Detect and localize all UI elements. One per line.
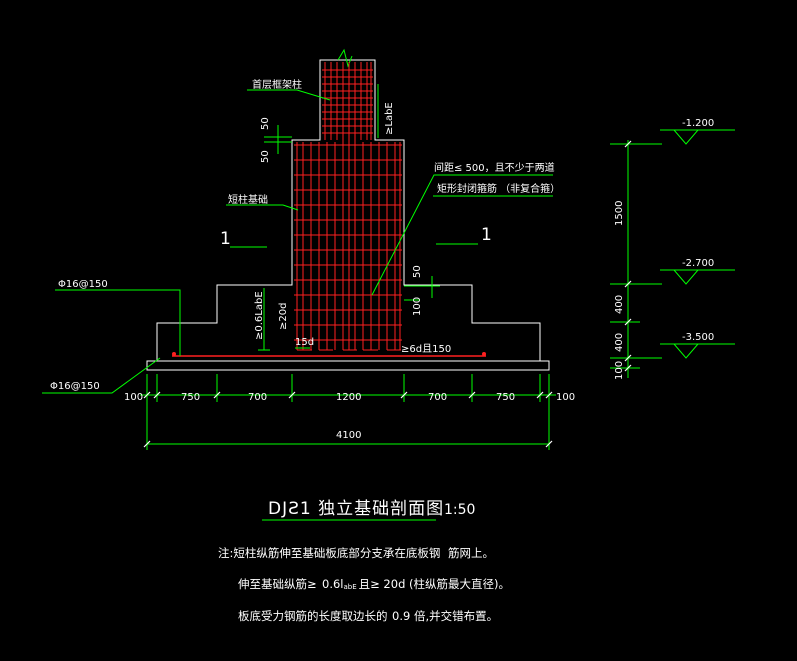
note-line-3b: 0.9 倍,并交错布置。 — [392, 609, 498, 623]
rebar-tag-top: Φ16@150 — [58, 279, 108, 290]
drawing-title: DJƧ1 独立基础剖面图 — [268, 499, 444, 519]
dim-h-5: 750 — [496, 392, 515, 403]
dim-v-0: 1500 — [614, 201, 625, 226]
dim-ticks — [143, 391, 553, 448]
short-column-rebar-horizontals — [294, 144, 402, 341]
note-line-1b: 筋网上。 — [448, 546, 494, 560]
label-dim-50-right: 50 — [412, 265, 423, 278]
dim-h-0: 100 — [124, 392, 143, 403]
column-break-line — [337, 48, 353, 68]
label-anchor-20d: ≥20d — [278, 303, 289, 330]
label-dim-100-right: 100 — [412, 297, 423, 316]
dim-total: 4100 — [336, 430, 361, 441]
label-anchor-labe: ≥LabE — [384, 102, 395, 135]
label-bottom-stirrup: ≥6d且150 — [401, 343, 451, 355]
note-line-2a: 伸至基础纵筋≥ — [238, 577, 317, 591]
label-dim-50-mid: 50 — [260, 150, 271, 163]
column-rebar-horizontals — [322, 69, 373, 134]
elevation-2: -2.700 — [682, 258, 714, 269]
footing-profile — [156, 59, 541, 362]
dim-h-2: 700 — [248, 392, 267, 403]
foundation-outline — [146, 59, 550, 371]
note-line-1a: 注:短柱纵筋伸至基础板底部分支承在底板钢 — [218, 546, 440, 560]
short-column-rebar-verticals — [296, 142, 401, 350]
elevation-1: -1.200 — [682, 118, 714, 129]
slab-bar-ends — [172, 352, 486, 356]
column-rebar-verticals — [324, 62, 372, 350]
leader-lines — [42, 84, 553, 394]
dim-v-3: 100 — [614, 361, 625, 380]
elevation-3: -3.500 — [682, 332, 714, 343]
section-mark-right: 1 — [481, 225, 492, 245]
horizontal-dimension-chain — [140, 374, 556, 450]
rebar-tag-bottom: Φ16@150 — [50, 381, 100, 392]
elev-ticks — [624, 140, 632, 372]
label-short-column: 短柱基础 — [228, 193, 268, 206]
dim-h-3: 1200 — [336, 392, 361, 403]
dim-h-4: 700 — [428, 392, 447, 403]
label-stirrup-note-2: 矩形封闭箍筋 （非复合箍） — [437, 182, 560, 195]
elevation-dimension-chain — [610, 129, 735, 378]
label-15d: 15d — [295, 337, 314, 348]
section-mark-left: 1 — [220, 229, 231, 249]
dim-v-2: 400 — [614, 333, 625, 352]
label-stirrup-note-1: 间距≤ 500，且不少于两道 — [434, 161, 555, 174]
label-anchor-06labe: ≥0.6LabE — [254, 291, 265, 340]
dim-v-1: 400 — [614, 295, 625, 314]
label-column: 首层框架柱 — [252, 78, 302, 91]
dim-h-1: 750 — [181, 392, 200, 403]
bedding-layer — [146, 360, 550, 371]
rebar-cage — [172, 62, 486, 357]
label-dim-50-top: 50 — [260, 117, 271, 130]
dim-h-6: 100 — [556, 392, 575, 403]
drawing-scale: 1:50 — [444, 502, 475, 518]
note-line-3a: 板底受力钢筋的长度取边长的 — [238, 609, 388, 623]
